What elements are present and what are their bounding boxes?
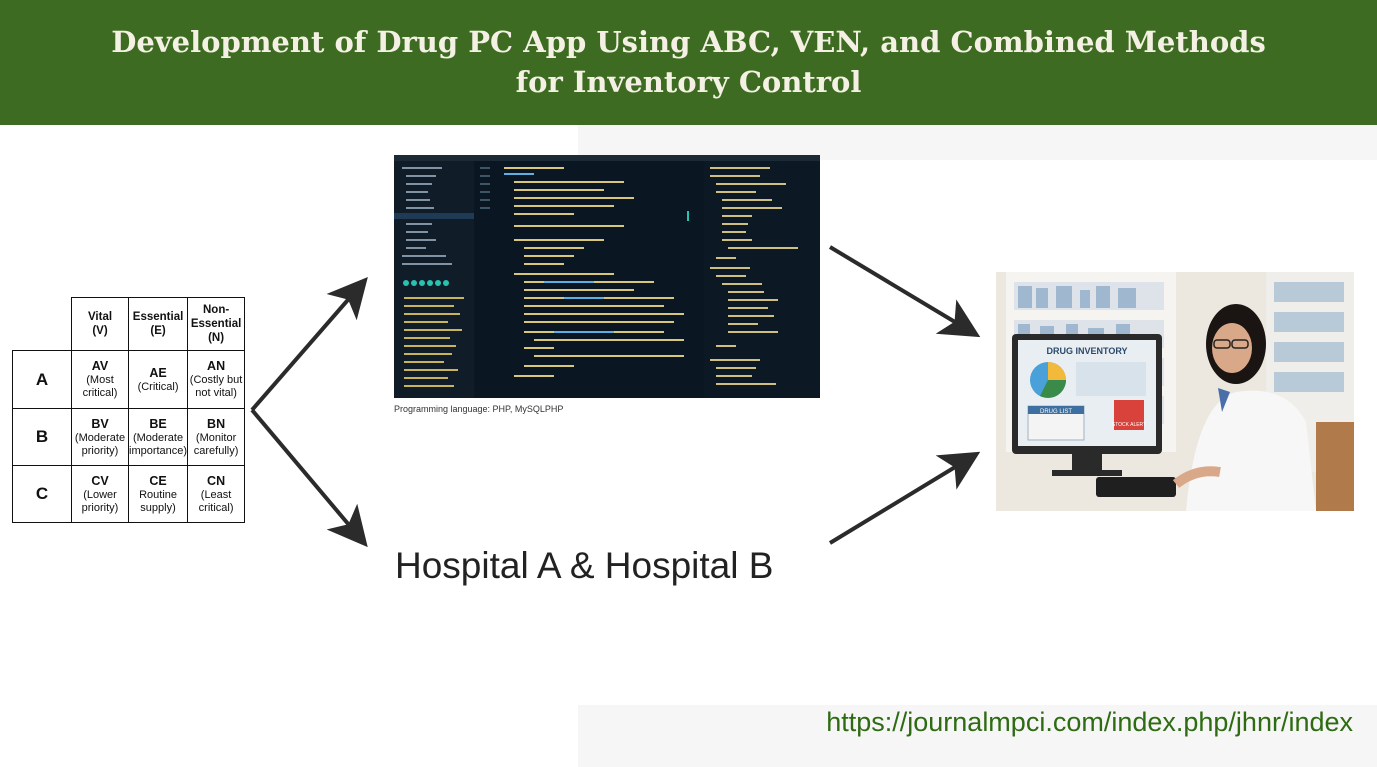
cell-description: (Critical)	[137, 380, 179, 393]
code-editor-graphic	[394, 155, 820, 398]
cell-code: BN	[207, 416, 226, 431]
arrow-to-code	[250, 276, 368, 412]
page-title: Development of Drug PC App Using ABC, VE…	[111, 25, 1266, 99]
cell-description: (Moderate priority)	[74, 431, 126, 457]
code-editor-screenshot	[394, 155, 820, 398]
cell-cn: CN(Least critical)	[187, 465, 246, 523]
cell-code: AE	[149, 365, 167, 380]
column-header-essential: Essential (E)	[127, 297, 189, 351]
drug-list-label: DRUG LIST	[1040, 409, 1072, 415]
cell-code: BE	[149, 416, 167, 431]
hospitals-label: Hospital A & Hospital B	[395, 545, 774, 586]
monitor-title: DRUG INVENTORY	[1046, 346, 1127, 356]
journal-url[interactable]: https://journalmpci.com/index.php/jhnr/i…	[826, 707, 1353, 737]
matrix-row-b: B BV(Moderate priority) BE(Moderate impo…	[12, 408, 246, 466]
cell-code: CV	[91, 473, 109, 488]
cell-description: (Most critical)	[82, 374, 118, 399]
arrow-hospitals-to-app	[828, 451, 981, 545]
pharmacist-illustration: DRUG INVENTORY DRUG LIST STOCK ALERT	[996, 272, 1354, 511]
cell-code: CE	[149, 473, 167, 488]
cell-code: AN	[207, 359, 226, 373]
cell-description: (Costly but not vital)	[189, 374, 243, 399]
matrix-corner-cell	[12, 297, 72, 351]
cell-description: Routine supply)	[139, 488, 177, 514]
cell-bv: BV(Moderate priority)	[71, 408, 129, 466]
row-header-a: A	[12, 350, 72, 409]
cell-code: AV	[91, 359, 109, 373]
cell-be: BE(Moderate importance)	[127, 408, 189, 466]
row-header-c: C	[12, 465, 72, 523]
stock-alert-label: STOCK ALERT	[1112, 422, 1146, 428]
cell-code: CN	[207, 473, 226, 488]
cell-description: (Least critical)	[198, 488, 234, 514]
column-header-vital: Vital (V)	[71, 297, 129, 351]
column-header-non-essential: Non- Essential (N)	[187, 297, 246, 351]
cell-description: (Moderate importance)	[129, 431, 188, 457]
cell-av: AV(Most critical)	[71, 350, 129, 409]
cell-description: (Monitor carefully)	[193, 431, 239, 457]
cell-code: BV	[91, 416, 109, 431]
arrow-to-hospitals	[250, 408, 368, 548]
matrix-header-row: Vital (V) Essential (E) Non- Essential (…	[12, 297, 246, 351]
abc-ven-matrix: Vital (V) Essential (E) Non- Essential (…	[12, 297, 246, 523]
title-banner: Development of Drug PC App Using ABC, VE…	[0, 0, 1377, 125]
arrow-code-to-app	[828, 245, 981, 338]
code-caption: Programming language: PHP, MySQLPHP	[394, 404, 564, 414]
pharmacist-computer-photo: DRUG INVENTORY DRUG LIST STOCK ALERT	[996, 272, 1354, 511]
cell-bn: BN(Monitor carefully)	[187, 408, 246, 466]
cell-ae: AE(Critical)	[127, 350, 189, 409]
cell-description: (Lower priority)	[81, 488, 119, 514]
cell-cv: CV(Lower priority)	[71, 465, 129, 523]
